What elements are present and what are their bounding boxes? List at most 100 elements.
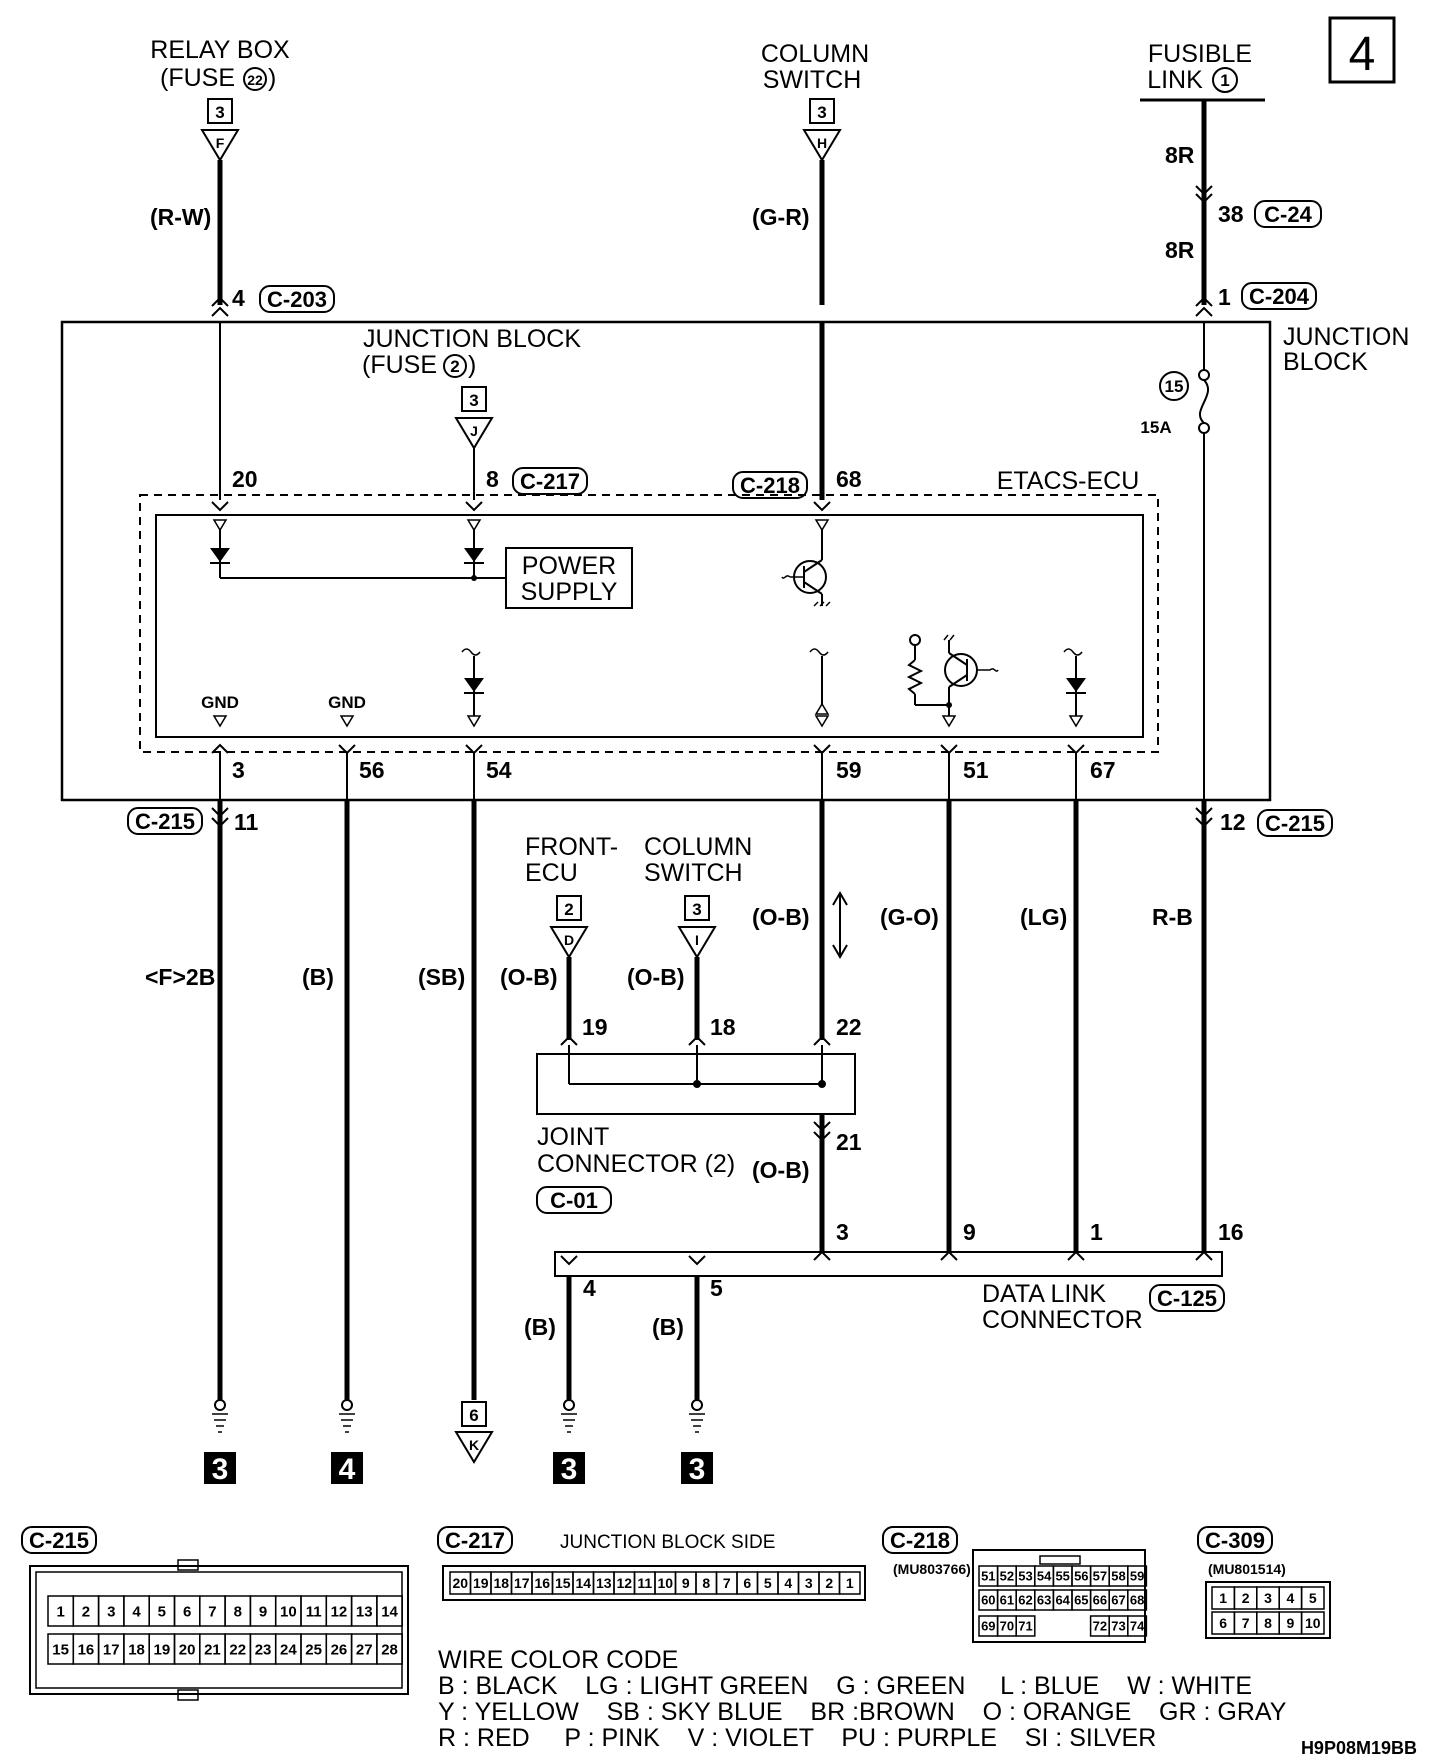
c217-pin-label: 11: [637, 1575, 652, 1591]
c215-pin-label: 18: [128, 1641, 145, 1658]
c215-pin-label: 19: [154, 1641, 171, 1658]
column-switch-source: COLUMN SWITCH 3 H: [761, 40, 869, 162]
c309-pin-label: 9: [1287, 1615, 1295, 1631]
c218-pin-label: 64: [1055, 1593, 1070, 1608]
svg-text:JOINT: JOINT: [537, 1123, 609, 1151]
svg-text:(MU803766): (MU803766): [893, 1561, 971, 1577]
c215-pin-label: 1: [56, 1603, 64, 1620]
power-supply-box: [505, 547, 633, 609]
page-number-box: [1328, 16, 1396, 84]
c309-pin: [1300, 1586, 1325, 1610]
junction-block-label: JUNCTION: [1283, 323, 1409, 351]
svg-text:19: 19: [582, 1014, 608, 1040]
svg-text:11: 11: [234, 809, 259, 835]
svg-text:16: 16: [1218, 1219, 1244, 1245]
c217-pin-label: 12: [616, 1575, 632, 1591]
c218-pin-label: 70: [1000, 1619, 1014, 1634]
c218-pin-label: 59: [1130, 1569, 1144, 1584]
c215-pin-label: 7: [208, 1603, 216, 1620]
svg-text:(SB): (SB): [418, 964, 465, 990]
svg-text:R-B: R-B: [1152, 904, 1193, 930]
svg-text:3: 3: [215, 103, 224, 122]
svg-text:(FUSE: (FUSE: [362, 351, 437, 379]
svg-text:(O-B): (O-B): [752, 1157, 809, 1183]
c309-pin-label: 5: [1309, 1590, 1317, 1606]
svg-text:15A: 15A: [1140, 418, 1171, 437]
svg-text:4: 4: [232, 285, 245, 311]
c218-pin-label: 72: [1093, 1619, 1107, 1634]
c217-pin-label: 5: [764, 1575, 772, 1591]
c217-pin-label: 19: [473, 1575, 489, 1591]
svg-text:(G-O): (G-O): [880, 904, 939, 930]
svg-text:3: 3: [469, 391, 478, 410]
svg-text:4: 4: [583, 1275, 596, 1301]
c215-pin-label: 9: [259, 1603, 267, 1620]
svg-text:C-309: C-309: [1205, 1528, 1265, 1553]
svg-text:1: 1: [1220, 71, 1229, 90]
c218-pin-label: 73: [1111, 1619, 1125, 1634]
c217-pin-label: 1: [846, 1575, 854, 1591]
svg-text:2: 2: [450, 357, 459, 376]
c217-pin-label: 6: [743, 1575, 751, 1591]
svg-text:Y : YELLOW SB : SKY BLUE: Y : YELLOW SB : SKY BLUE BR :BROWN O : O…: [438, 1698, 1287, 1726]
svg-text:BLOCK: BLOCK: [1283, 348, 1368, 376]
svg-text:1: 1: [1090, 1219, 1103, 1245]
c215-pin-label: 6: [183, 1603, 191, 1620]
svg-text:C-215: C-215: [1265, 811, 1325, 836]
c217-pin-label: 2: [825, 1575, 833, 1591]
svg-text:(FUSE: (FUSE: [160, 64, 235, 92]
svg-text:GND: GND: [201, 693, 239, 712]
c215-pin-label: 22: [229, 1641, 246, 1658]
relay-box-source: RELAY BOX (FUSE 22 ) 3 F: [150, 36, 290, 162]
svg-text:(O-B): (O-B): [752, 904, 809, 930]
svg-text:RELAY BOX: RELAY BOX: [150, 36, 290, 64]
svg-text:SUPPLY: SUPPLY: [521, 578, 618, 606]
c217-pin-label: 10: [657, 1575, 673, 1591]
svg-text:51: 51: [963, 757, 989, 783]
data-link-connector-box: [554, 1251, 1223, 1277]
svg-text:J: J: [470, 423, 478, 439]
svg-text:9: 9: [963, 1219, 976, 1245]
c218-pin-label: 57: [1093, 1569, 1107, 1584]
c218-pin-label: 52: [1000, 1569, 1014, 1584]
svg-text:(R-W): (R-W): [150, 204, 211, 230]
c217-pin: [838, 1571, 861, 1595]
ground-symbols: [212, 1399, 705, 1433]
c217-pin-label: 7: [723, 1575, 731, 1591]
c218-pin: [1127, 1565, 1148, 1587]
svg-text:4: 4: [339, 1453, 356, 1486]
c215-pin-label: 14: [381, 1603, 398, 1620]
svg-text:F: F: [216, 135, 225, 151]
svg-text:3: 3: [232, 757, 245, 783]
c215-pin-label: 15: [52, 1641, 69, 1658]
c309-pin-label: 10: [1305, 1615, 1321, 1631]
c215-pin-label: 3: [107, 1603, 115, 1620]
c217-pin-label: 17: [514, 1575, 530, 1591]
svg-text:54: 54: [486, 757, 512, 783]
c215-pin-label: 27: [356, 1641, 373, 1658]
c218-pin: [1127, 1615, 1148, 1637]
svg-text:D: D: [564, 932, 574, 948]
svg-text:3: 3: [212, 1453, 229, 1486]
c309-pin-label: 2: [1242, 1590, 1250, 1606]
svg-text:<F>2B: <F>2B: [145, 964, 215, 990]
svg-text:67: 67: [1090, 757, 1116, 783]
svg-text:C-217: C-217: [520, 469, 580, 494]
svg-text:CONNECTOR (2): CONNECTOR (2): [537, 1150, 735, 1178]
c309-pin-label: 4: [1287, 1590, 1295, 1606]
c215-pin-label: 10: [280, 1603, 297, 1620]
c218-pin-label: 65: [1074, 1593, 1088, 1608]
c217-pin-label: 18: [493, 1575, 509, 1591]
svg-text:2: 2: [564, 900, 573, 919]
svg-text:CONNECTOR: CONNECTOR: [982, 1306, 1143, 1334]
svg-text:38: 38: [1218, 201, 1244, 227]
svg-text:I: I: [695, 932, 699, 948]
svg-text:C-215: C-215: [135, 809, 195, 834]
svg-text:5: 5: [710, 1275, 723, 1301]
c217-pin-label: 15: [555, 1575, 571, 1591]
svg-text:): ): [468, 351, 476, 379]
c215-pin-label: 8: [234, 1603, 242, 1620]
c215-pin-label: 17: [103, 1641, 120, 1658]
